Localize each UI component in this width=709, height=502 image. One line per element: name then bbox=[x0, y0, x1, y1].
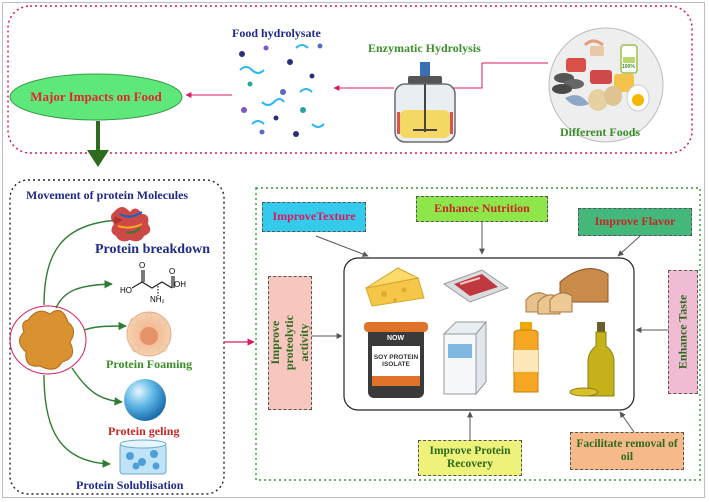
molecule-oh-label: OH bbox=[174, 280, 186, 289]
molecule-o-label-2: O bbox=[169, 267, 176, 276]
major-impacts-ellipse bbox=[9, 73, 183, 121]
blob-arrows bbox=[43, 216, 127, 468]
left-panel-title: Movement of protein Molecules bbox=[26, 188, 189, 202]
protein-circle-outline bbox=[9, 305, 87, 375]
reactor-icon bbox=[394, 62, 456, 143]
down-arrow-large bbox=[87, 121, 109, 167]
protein-foaming-icon bbox=[126, 311, 172, 357]
protein-foaming-label: Protein Foaming bbox=[106, 357, 193, 371]
inner-foods-box bbox=[343, 257, 635, 411]
protein-solublisation-label: Protein Solublisation bbox=[76, 478, 184, 492]
oil-bottle-icon bbox=[569, 322, 615, 397]
left-panel-border bbox=[9, 179, 225, 495]
effect-arrows bbox=[310, 222, 668, 440]
major-impacts-label: Major Impacts on Food bbox=[30, 88, 162, 104]
improve-texture-box: ImproveTexture bbox=[262, 202, 366, 232]
protein-geling-icon bbox=[124, 379, 166, 421]
tub-label: SOY PROTEIN ISOLATE bbox=[373, 353, 419, 368]
enzymatic-hydrolysis-label: Enzymatic Hydrolysis bbox=[368, 41, 481, 55]
milk-carton-icon bbox=[442, 320, 488, 396]
top-panel-border bbox=[7, 5, 693, 154]
right-panel-border bbox=[255, 187, 701, 481]
enhance-nutrition-box: Enhance Nutrition bbox=[416, 196, 548, 222]
protein-geling-label: Protein geling bbox=[108, 424, 180, 438]
tub-brand-label: NOW bbox=[387, 335, 405, 342]
figure-frame bbox=[2, 2, 705, 498]
aspartic-acid-structure bbox=[131, 270, 175, 296]
molecule-nh2-label: NH₂ bbox=[150, 295, 165, 304]
protein-solublisation-icon bbox=[119, 439, 167, 475]
protein-breakdown-icon bbox=[111, 207, 151, 242]
protein-breakdown-label: Protein breakdown bbox=[95, 242, 210, 257]
improve-recovery-box: Improve Protein Recovery bbox=[418, 440, 522, 476]
improve-proteolytic-label: Improve proteolytic activity bbox=[268, 315, 312, 371]
soy-protein-tub-icon bbox=[364, 322, 428, 398]
enhance-taste-box: Enhance Taste bbox=[668, 270, 698, 394]
enhance-taste-label: Enhance Taste bbox=[675, 294, 690, 370]
different-foods-illustration bbox=[548, 27, 664, 143]
protein-blob bbox=[19, 309, 74, 370]
meat-package-icon bbox=[442, 269, 510, 303]
different-foods-label: Different Foods bbox=[560, 125, 641, 139]
facilitate-removal-box: Facilitate removal of oil bbox=[570, 432, 684, 470]
hydrolysate-particles bbox=[239, 43, 325, 137]
improve-flavor-box: Improve Flavor bbox=[578, 208, 692, 236]
juice-bottle-icon bbox=[513, 322, 539, 393]
bread-icon bbox=[525, 268, 609, 315]
foods-to-reactor-arrow bbox=[441, 62, 548, 91]
food-hydrolysate-label: Food hydrolysate bbox=[232, 26, 321, 40]
improve-proteolytic-box: Improve proteolytic activity bbox=[268, 276, 312, 410]
cheese-icon bbox=[365, 267, 425, 307]
molecule-o-label-1: O bbox=[139, 261, 146, 270]
bottle-100-label: 100% bbox=[622, 64, 635, 70]
molecule-ho-label: HO bbox=[120, 286, 132, 295]
